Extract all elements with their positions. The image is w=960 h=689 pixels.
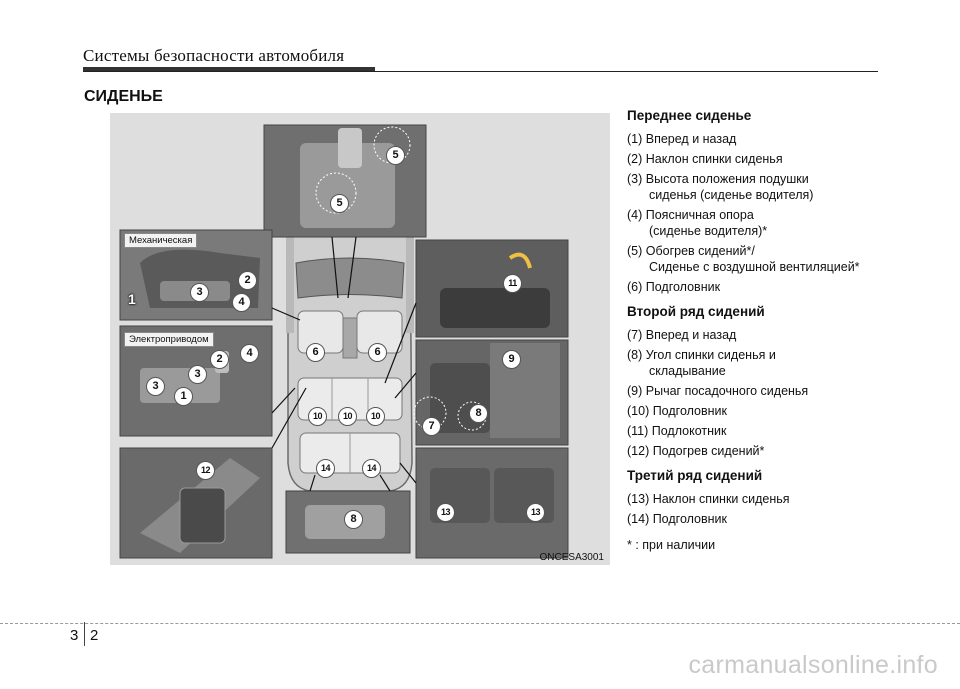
car-top-view (286, 207, 414, 492)
callout-8-lever: 8 (344, 510, 363, 529)
list-item: (12) Подогрев сидений* (627, 444, 765, 458)
power-seat-label: Электроприводом (124, 332, 214, 347)
callout-14-left: 14 (316, 459, 335, 478)
page-number-divider (84, 622, 85, 646)
front-seat-title: Переднее сиденье (627, 108, 752, 123)
list-item: (7) Вперед и назад (627, 328, 737, 342)
third-row-title: Третий ряд сидений (627, 468, 763, 483)
callout-11: 11 (503, 274, 522, 293)
page-number: 2 (90, 627, 99, 644)
legend-column: Переднее сиденье (1) Вперед и назад (2) … (627, 108, 927, 553)
callout-2-manual: 2 (238, 271, 257, 290)
callout-4-manual: 4 (232, 293, 251, 312)
callout-3-power-right: 3 (188, 365, 207, 384)
callout-4-power: 4 (240, 344, 259, 363)
list-item: (13) Наклон спинки сиденья (627, 492, 790, 506)
third-row-group: Третий ряд сидений (13) Наклон спинки си… (627, 468, 927, 527)
callout-6-left: 6 (306, 343, 325, 362)
callout-13-left: 13 (436, 503, 455, 522)
callout-7: 7 (422, 417, 441, 436)
callout-10-right: 10 (366, 407, 385, 426)
list-item: (2) Наклон спинки сиденья (627, 152, 783, 166)
callout-13-right: 13 (526, 503, 545, 522)
leader-lines (271, 236, 417, 492)
second-row-group: Второй ряд сидений (7) Вперед и назад (8… (627, 304, 927, 459)
callout-1-manual: 1 (128, 291, 136, 307)
list-item: (1) Вперед и назад (627, 132, 737, 146)
callout-3-manual: 3 (190, 283, 209, 302)
callout-5-bottom: 5 (330, 194, 349, 213)
list-item: (14) Подголовник (627, 512, 727, 526)
list-item: (10) Подголовник (627, 404, 727, 418)
page-number-chapter: 3 (70, 627, 79, 644)
callout-2-power: 2 (210, 350, 229, 369)
callout-12: 12 (196, 461, 215, 480)
seat-diagram: Механическая Электроприводом 5 5 1 3 2 4… (110, 113, 610, 565)
section-title: СИДЕНЬЕ (84, 88, 163, 105)
callout-10-center: 10 (338, 407, 357, 426)
running-head: Системы безопасности автомобиля (83, 46, 345, 65)
callout-3-power-left: 3 (146, 377, 165, 396)
header-rule (83, 71, 878, 72)
watermark: carmanualsonline.info (688, 651, 938, 679)
front-seat-group: Переднее сиденье (1) Вперед и назад (2) … (627, 108, 927, 295)
list-item: (6) Подголовник (627, 280, 721, 294)
footer-rule (0, 623, 960, 624)
second-row-title: Второй ряд сидений (627, 304, 765, 319)
callout-6-right: 6 (368, 343, 387, 362)
list-item: (11) Подлокотник (627, 424, 727, 438)
list-item: (5) Обогрев сидений*/Сиденье с воздушной… (627, 244, 860, 274)
figure-code: ONCESA3001 (539, 552, 604, 563)
callout-5-top: 5 (386, 146, 405, 165)
callout-9: 9 (502, 350, 521, 369)
list-item: (9) Рычаг посадочного сиденья (627, 384, 809, 398)
callout-8-rear: 8 (469, 404, 488, 423)
callout-14-right: 14 (362, 459, 381, 478)
list-item: (4) Поясничная опора(сиденье водителя)* (627, 208, 768, 238)
footnote: * : при наличии (627, 538, 716, 552)
header-rule-thick (83, 67, 375, 72)
manual-seat-label: Механическая (124, 233, 198, 248)
callout-1-power: 1 (174, 387, 193, 406)
callout-10-left: 10 (308, 407, 327, 426)
